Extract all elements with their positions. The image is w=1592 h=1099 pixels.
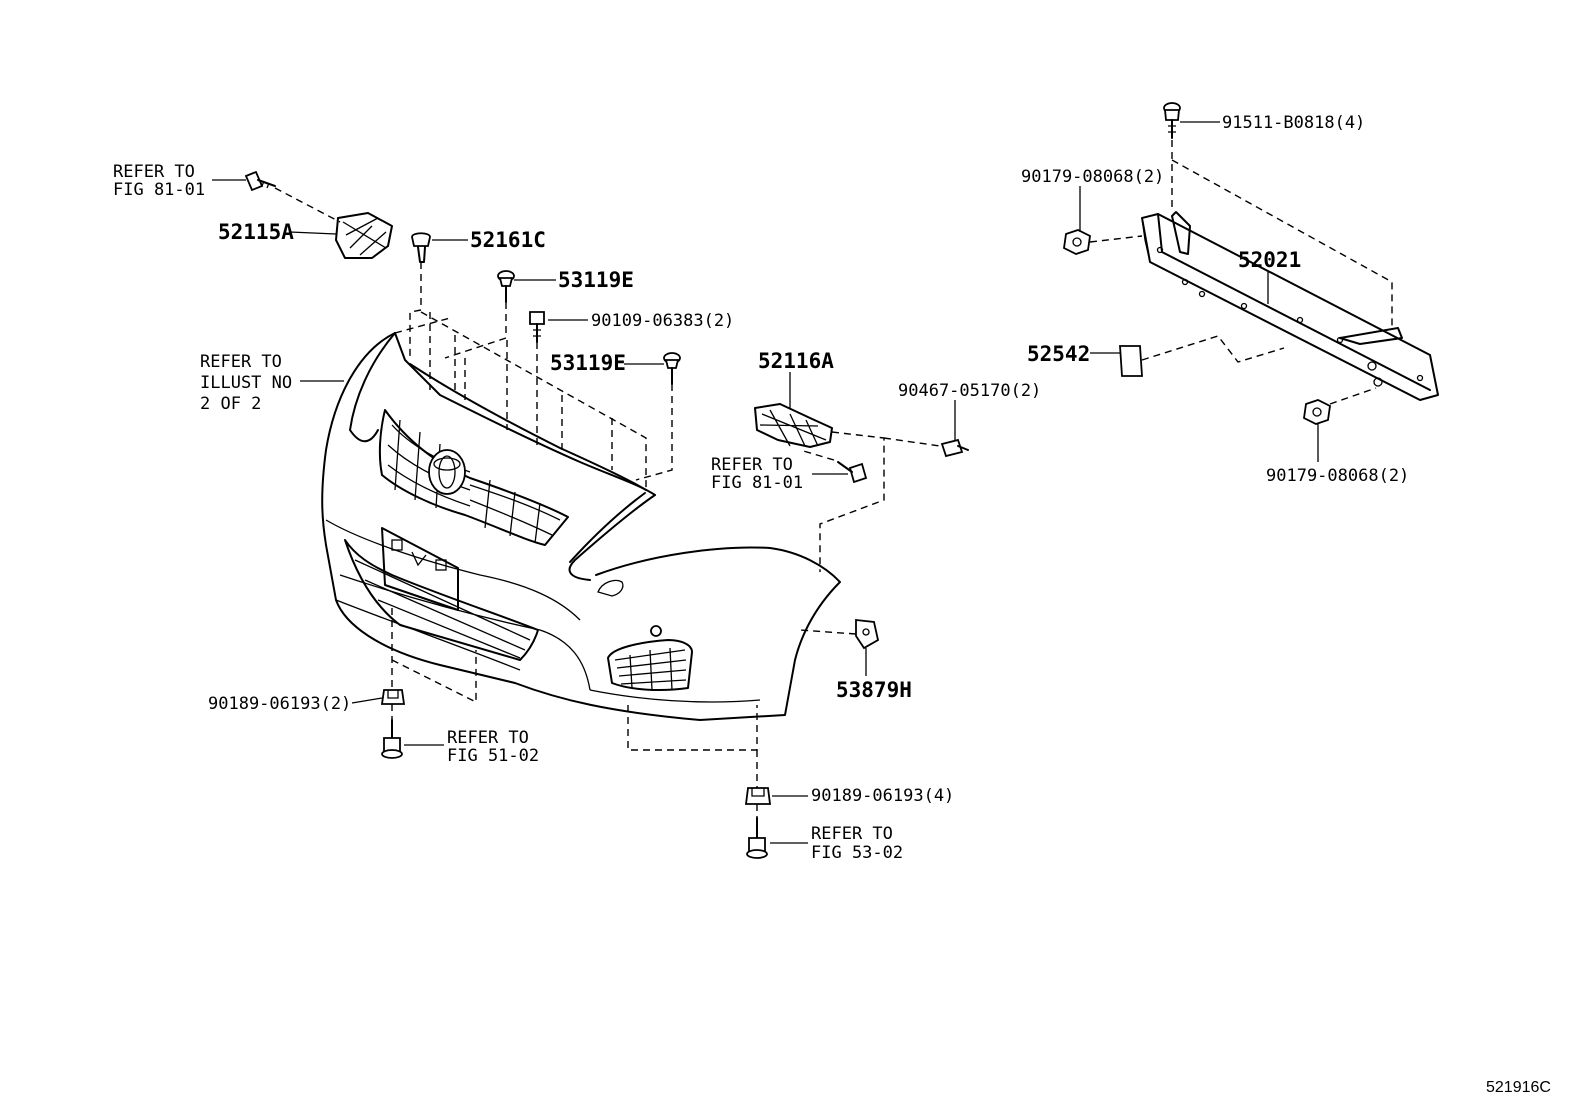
- refer-51-02-line1: REFER TO: [447, 728, 529, 748]
- part-number-52161C: 52161C: [470, 228, 546, 252]
- screw-refer-51-02: [381, 719, 403, 759]
- part-number-90189-06193-b: 90189-06193(4): [811, 786, 954, 806]
- leader-lines: [212, 121, 1319, 844]
- bolt-90109-06383: [529, 311, 545, 343]
- fog-lamp-bezel: [597, 579, 693, 692]
- bolt-refer-81-01-a: [244, 170, 276, 192]
- bolt-refer-81-01-b: [837, 461, 868, 484]
- license-plate-bracket: [381, 527, 459, 611]
- pad-52542: [1119, 345, 1143, 377]
- bumper-reinforcement-52021: [1141, 211, 1439, 401]
- part-number-90467-05170: 90467-05170(2): [898, 381, 1041, 401]
- toyota-emblem-icon: [428, 449, 466, 495]
- refer-51-02-line2: FIG 51-02: [447, 746, 539, 766]
- part-number-53119E-b: 53119E: [550, 351, 626, 375]
- part-number-53879H: 53879H: [836, 678, 912, 702]
- refer-illust-line2: ILLUST NO: [200, 373, 292, 393]
- figure-code: 521916C: [1486, 1079, 1551, 1096]
- bracket-53879H: [855, 618, 880, 650]
- part-number-52116A: 52116A: [758, 349, 834, 373]
- refer-81-01-b-line2: FIG 81-01: [711, 473, 803, 493]
- screw-53119E-a: [497, 270, 515, 303]
- assembly-dashed-lines: [274, 140, 1393, 818]
- part-labels: REFER TO FIG 81-01 52115A 52161C 53119E …: [113, 113, 1551, 1096]
- refer-53-02-line1: REFER TO: [811, 824, 893, 844]
- part-number-52115A: 52115A: [218, 220, 294, 244]
- part-number-52021: 52021: [1238, 248, 1301, 272]
- clip-nut-90189-06193-b: [744, 787, 772, 805]
- part-number-52542: 52542: [1027, 342, 1090, 366]
- part-number-90189-06193-a: 90189-06193(2): [208, 694, 351, 714]
- screw-53119E-b: [663, 352, 681, 385]
- lower-grille: [344, 539, 539, 661]
- part-number-90179-08068-b: 90179-08068(2): [1266, 466, 1409, 486]
- refer-81-01-b-line1: REFER TO: [711, 455, 793, 475]
- clip-nut-90189-06193-a: [380, 689, 406, 705]
- clip-90467-05170: [940, 438, 969, 458]
- clip-52161C: [411, 232, 431, 263]
- part-number-53119E-a: 53119E: [558, 268, 634, 292]
- refer-illust-line1: REFER TO: [200, 352, 282, 372]
- part-number-90179-08068-a: 90179-08068(2): [1021, 167, 1164, 187]
- retainer-52116A: [754, 403, 833, 448]
- nut-90179-08068-a: [1063, 229, 1091, 255]
- refer-53-02-line2: FIG 53-02: [811, 843, 903, 863]
- screw-refer-53-02: [746, 817, 768, 859]
- nut-90179-08068-b: [1303, 399, 1331, 425]
- part-number-91511-B0818: 91511-B0818(4): [1222, 113, 1365, 133]
- refer-81-01-a-line1: REFER TO: [113, 162, 195, 182]
- radiator-grille: [378, 409, 569, 546]
- part-number-90109-06383: 90109-06383(2): [591, 311, 734, 331]
- bolt-91511-B0818: [1163, 102, 1181, 139]
- refer-81-01-a-line2: FIG 81-01: [113, 180, 205, 200]
- refer-illust-line3: 2 OF 2: [200, 394, 261, 414]
- retainer-52115A: [335, 212, 393, 259]
- bumper-cover-52119: [321, 332, 841, 721]
